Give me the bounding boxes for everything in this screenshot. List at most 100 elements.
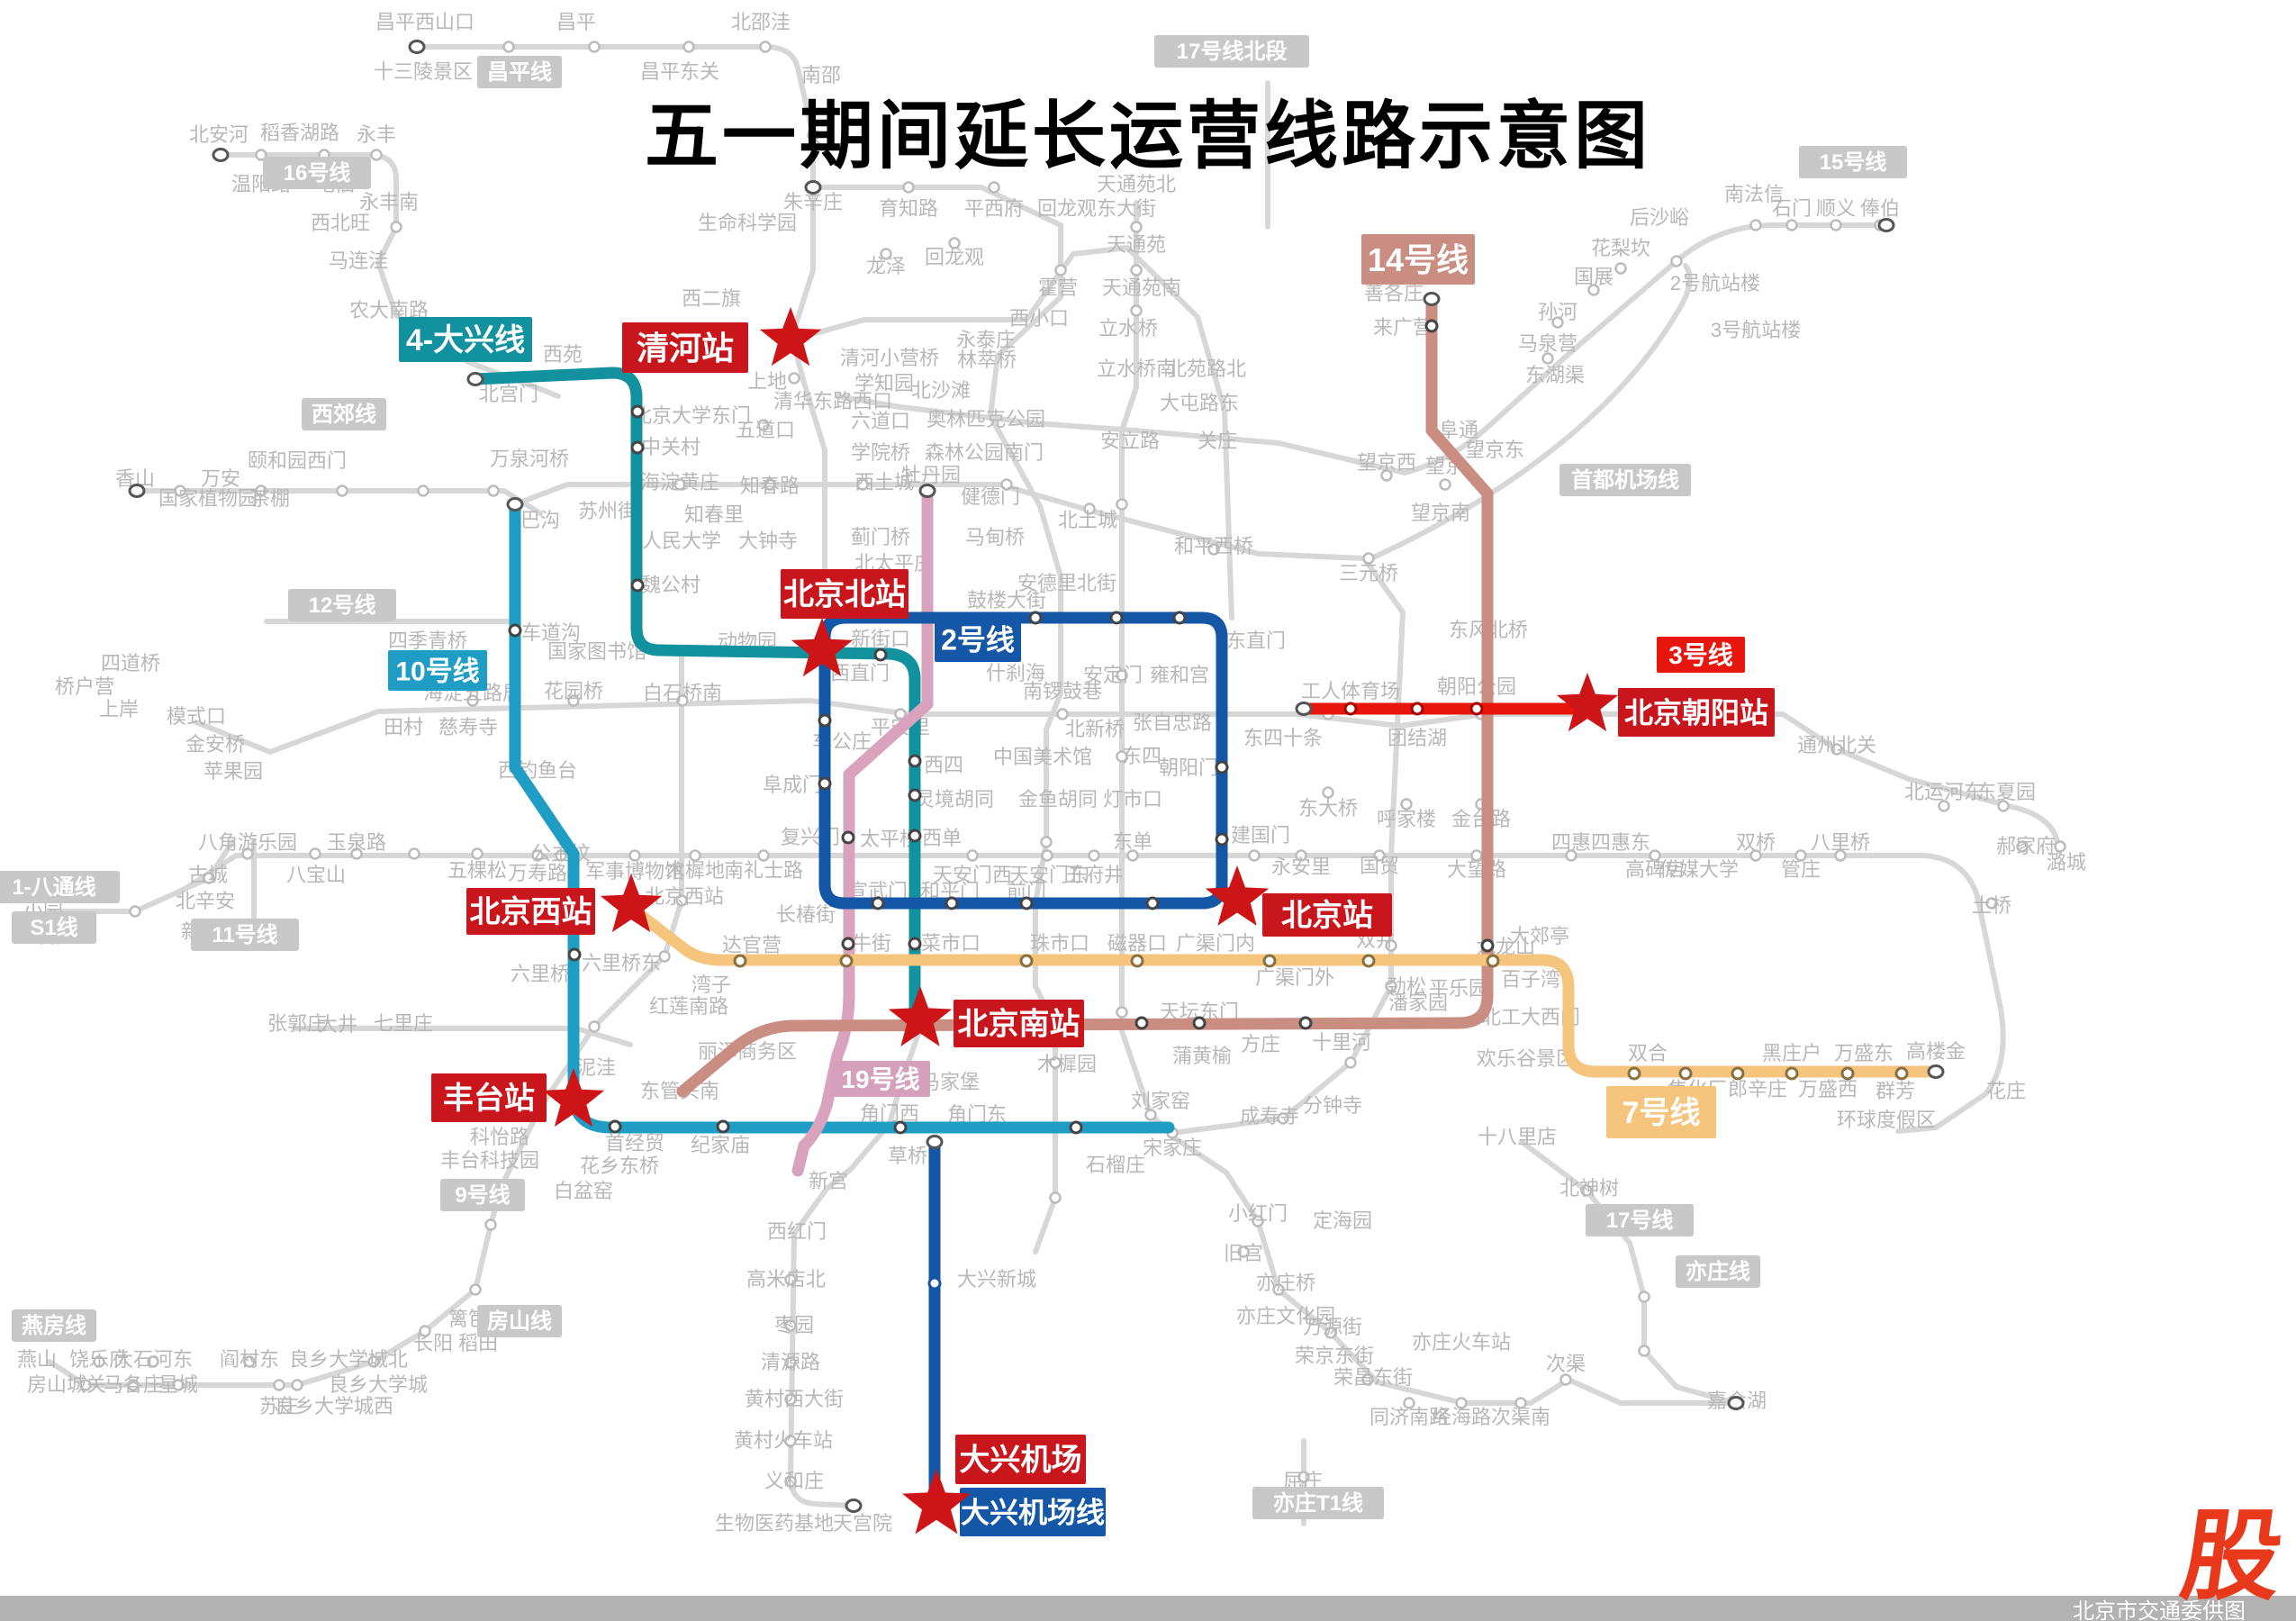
terminal-dot: [1877, 218, 1895, 232]
station-dot: [466, 694, 479, 707]
station-label: 百子湾: [1501, 968, 1560, 991]
line-badge-label: 12号线: [309, 593, 376, 618]
line-badge-label: 亦庄T1线: [1273, 1490, 1363, 1516]
station-label: 五棵松: [447, 859, 507, 882]
route-station-dot: [1486, 954, 1500, 968]
label-text-line4-daxing: 4-大兴线: [406, 323, 525, 358]
terminal-dot: [1423, 292, 1441, 306]
station-dot: [1830, 219, 1842, 231]
star-qinghe: [759, 307, 822, 367]
station-label: 黄村火车站: [734, 1429, 833, 1452]
route-station-dot: [608, 1119, 622, 1134]
station-dot: [1834, 849, 1847, 862]
station-label: 草桥: [888, 1145, 927, 1167]
terminal-dot: [128, 484, 146, 498]
station-label: 西二旗: [682, 287, 741, 310]
route-station-dot: [1134, 1016, 1149, 1030]
station-label: 六道口: [851, 410, 910, 432]
station-dot: [1749, 849, 1762, 862]
station-label: 西四: [924, 754, 963, 776]
route-station-dot: [630, 440, 645, 455]
station-dot: [147, 1355, 159, 1368]
station-label: 东直门: [1226, 629, 1286, 652]
terminal-dot: [506, 497, 524, 512]
station-label: 荣昌东街: [1333, 1366, 1413, 1389]
station-label: 顺义: [1816, 197, 1856, 220]
line-badge: [477, 56, 562, 88]
terminal-dot: [212, 148, 230, 162]
station-label: 安立路: [1100, 430, 1160, 452]
line-badge: [1799, 146, 1907, 178]
station-label: 义和庄: [764, 1470, 824, 1492]
station-label: 十三陵景区: [374, 60, 473, 83]
station-dot: [1049, 1191, 1062, 1204]
station-dot: [1040, 836, 1053, 848]
gray-metro-line: [1369, 263, 1693, 561]
line-badge: [302, 398, 386, 430]
station-label: 东夏园: [1976, 781, 2036, 803]
station-dot: [673, 478, 686, 491]
station-dot: [948, 237, 961, 249]
station-label: 天安门西: [933, 864, 1012, 886]
footer-bar: 北京市交通委供图: [0, 1596, 2296, 1621]
line-badge: [12, 1309, 96, 1342]
route-station-dot: [873, 647, 888, 662]
route-station-dot: [945, 896, 959, 910]
station-label: 望京南: [1411, 502, 1470, 524]
station-label: 大郊亭: [1510, 925, 1569, 947]
route-station-dot: [1069, 1120, 1083, 1135]
label-box-fengtai-station: [431, 1073, 547, 1122]
station-dot: [1041, 849, 1053, 862]
line-badge-label: 16号线: [284, 161, 351, 186]
station-label: 朝阳公园: [1437, 675, 1516, 698]
station-dot: [127, 1379, 140, 1391]
station-dot: [1237, 1245, 1250, 1258]
station-label: 永泰庄: [956, 329, 1016, 351]
station-label: 大兴新城: [957, 1268, 1036, 1290]
station-dot: [567, 694, 580, 707]
station-label: 蒲黄榆: [1172, 1045, 1232, 1067]
route-station-dot: [1172, 611, 1187, 625]
terminal-dot: [1295, 702, 1313, 716]
station-dot: [1207, 543, 1220, 556]
station-label: 六里桥: [511, 963, 570, 985]
station-dot: [1400, 798, 1413, 810]
station-label: 环球度假区: [1837, 1109, 1936, 1131]
station-dot: [555, 849, 567, 862]
station-label: 模式口: [167, 705, 226, 728]
station-label: 上地: [747, 370, 787, 393]
station-dot: [203, 872, 215, 884]
station-dot: [1649, 849, 1661, 862]
route-line19: [791, 484, 934, 1177]
station-label: 望京东: [1465, 439, 1524, 461]
station-label: 泥洼: [576, 1056, 616, 1079]
footer-credit: 北京市交通委供图: [2073, 1598, 2246, 1621]
station-label: 海淀黄庄: [640, 471, 719, 494]
station-label: 东四十条: [1243, 727, 1323, 749]
route-station-dot: [508, 623, 522, 638]
terminal-dot: [845, 1499, 863, 1513]
station-label: 军事博物馆: [585, 860, 684, 883]
star-fengtai: [542, 1068, 605, 1127]
station-dot: [1439, 478, 1451, 491]
station-label: 国贸: [1360, 855, 1399, 877]
station-label: 白盆窑: [554, 1180, 613, 1202]
line-badge: [440, 1179, 525, 1211]
line-badge: [263, 157, 371, 189]
station-label: 朱辛庄: [783, 191, 843, 213]
station-label: 王府井: [1064, 864, 1124, 886]
route-station-dot: [1840, 1066, 1855, 1081]
station-dot: [588, 1020, 601, 1033]
station-dot: [417, 484, 429, 497]
station-label: 纪家庙: [691, 1134, 750, 1156]
label-box-line3: [1657, 637, 1745, 673]
station-label: 稻香湖路: [260, 122, 339, 144]
station-label: 高米店北: [746, 1268, 826, 1290]
station-label: 六里桥东: [582, 952, 661, 974]
station-label: 立水桥: [1098, 317, 1158, 340]
station-label: 张郭庄: [267, 1012, 327, 1035]
line-badge: [1676, 1255, 1760, 1288]
line-badge: [1154, 35, 1309, 68]
station-label: 西单: [922, 827, 962, 849]
